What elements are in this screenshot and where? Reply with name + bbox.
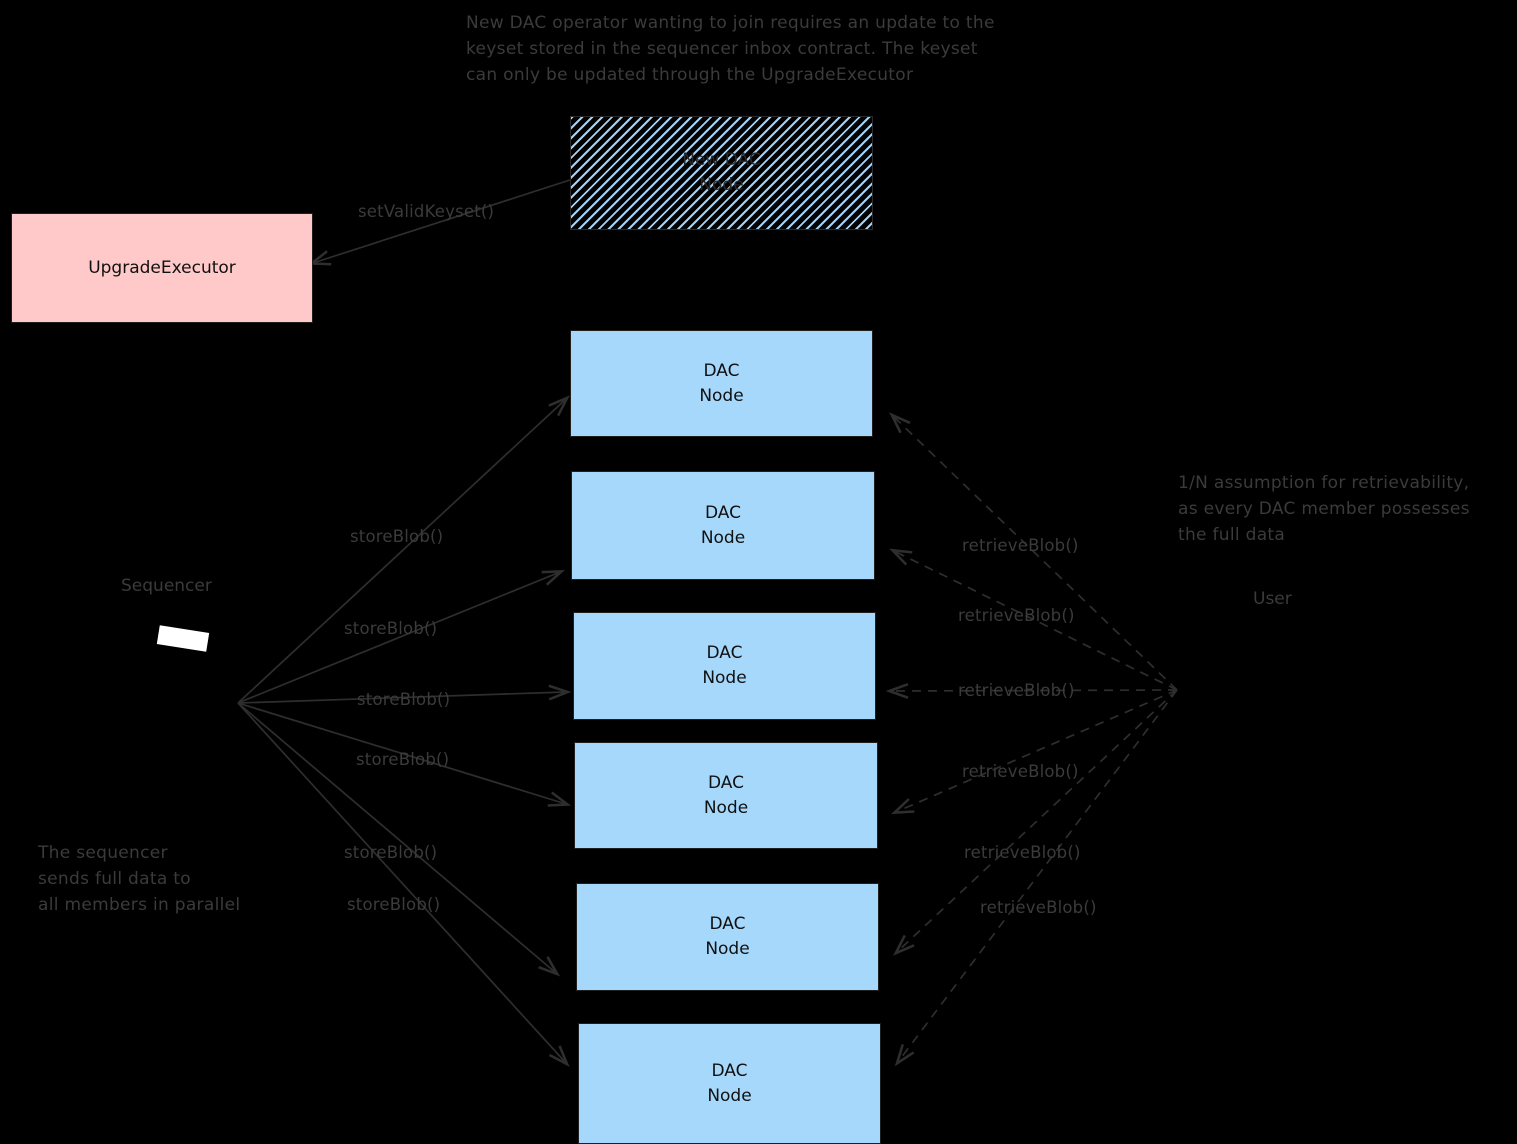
edge-label-retrieve-blob-6: retrieveBlob()	[980, 898, 1097, 917]
edge-label-retrieve-blob-2: retrieveBlob()	[958, 606, 1075, 625]
edge-label-store-blob-5: storeBlob()	[344, 843, 438, 862]
note-right: 1/N assumption for retrievability, as ev…	[1178, 473, 1470, 545]
dac-node-box-4[interactable]: DAC Node	[574, 742, 878, 849]
edge-label-retrieve-blob-3: retrieveBlob()	[958, 681, 1075, 700]
note-bottom-left: The sequencer sends full data to all mem…	[38, 843, 241, 915]
edge-label-store-blob-4: storeBlob()	[356, 750, 450, 769]
edge-set-valid-keyset	[313, 179, 571, 263]
new-dac-node-box[interactable]: New DAC Node	[570, 116, 873, 230]
edge-store-blob-1	[237, 399, 566, 704]
dac-node-box-5[interactable]: DAC Node	[576, 883, 879, 991]
edge-label-retrieve-blob-1: retrieveBlob()	[962, 536, 1079, 555]
edge-label-store-blob-2: storeBlob()	[344, 619, 438, 638]
edge-retrieve-blob-4	[896, 689, 1178, 812]
sequencer-label: Sequencer	[121, 576, 212, 596]
sequencer-icon	[156, 625, 210, 652]
dac-node-box-1[interactable]: DAC Node	[570, 330, 873, 437]
edge-label-set-valid-keyset: setValidKeyset()	[358, 202, 495, 221]
edge-label-store-blob-1: storeBlob()	[350, 527, 444, 546]
edge-retrieve-blob-6	[898, 689, 1178, 1062]
edge-label-store-blob-3: storeBlob()	[357, 690, 451, 709]
upgrade-executor-box[interactable]: UpgradeExecutor	[11, 213, 313, 323]
dac-node-box-2[interactable]: DAC Node	[571, 471, 875, 580]
dac-node-box-6[interactable]: DAC Node	[578, 1023, 881, 1144]
edge-store-blob-5	[237, 702, 556, 973]
note-top: New DAC operator wanting to join require…	[466, 13, 995, 85]
edge-label-retrieve-blob-5: retrieveBlob()	[964, 843, 1081, 862]
edge-label-store-blob-6: storeBlob()	[347, 895, 441, 914]
edge-label-retrieve-blob-4: retrieveBlob()	[962, 762, 1079, 781]
user-label: User	[1253, 589, 1292, 609]
dac-node-box-3[interactable]: DAC Node	[573, 612, 876, 720]
